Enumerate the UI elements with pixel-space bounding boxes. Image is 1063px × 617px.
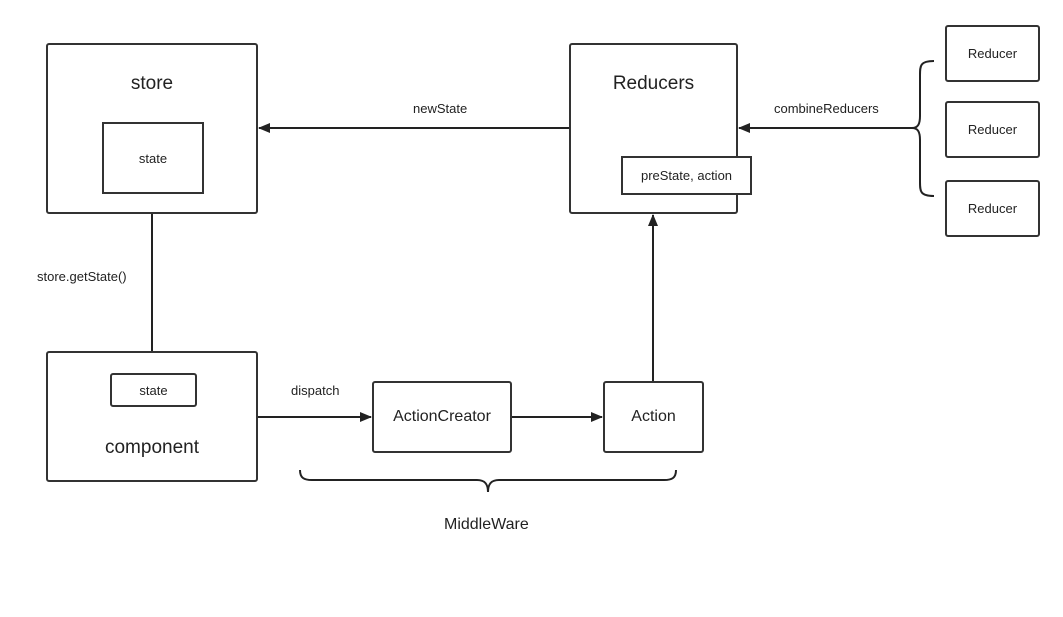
- reducer-item-label: Reducer: [967, 122, 1018, 137]
- reducers-node: Reducers preState, action: [569, 43, 752, 214]
- reducers-title: Reducers: [612, 73, 695, 94]
- combine-reducers-label: combineReducers: [774, 101, 879, 116]
- action-label: Action: [631, 408, 676, 425]
- prestate-action-box: preState, action: [621, 156, 752, 195]
- component-title: component: [104, 437, 199, 458]
- reducer-item: Reducer: [945, 101, 1040, 158]
- prestate-action-label: preState, action: [640, 168, 733, 183]
- middleware-label: MiddleWare: [444, 516, 529, 533]
- dispatch-label: dispatch: [291, 383, 340, 398]
- reducers-brace: [911, 60, 935, 197]
- getstate-label: store.getState(): [37, 269, 127, 284]
- reducer-item: Reducer: [945, 180, 1040, 237]
- action-node: Action: [603, 381, 704, 453]
- middleware-brace: [299, 469, 677, 493]
- store-state-label: state: [138, 150, 168, 166]
- reducer-item-label: Reducer: [967, 46, 1018, 61]
- store-state-box: state: [102, 122, 204, 194]
- action-creator-node: ActionCreator: [372, 381, 512, 453]
- newstate-label: newState: [413, 101, 468, 116]
- reducer-item: Reducer: [945, 25, 1040, 82]
- reducer-item-label: Reducer: [967, 201, 1018, 216]
- component-state-label: state: [139, 382, 168, 398]
- action-creator-label: ActionCreator: [393, 408, 491, 425]
- component-node: state component: [46, 351, 258, 482]
- store-title: store: [130, 73, 174, 94]
- store-node: store state: [46, 43, 258, 214]
- component-state-box: state: [110, 373, 197, 407]
